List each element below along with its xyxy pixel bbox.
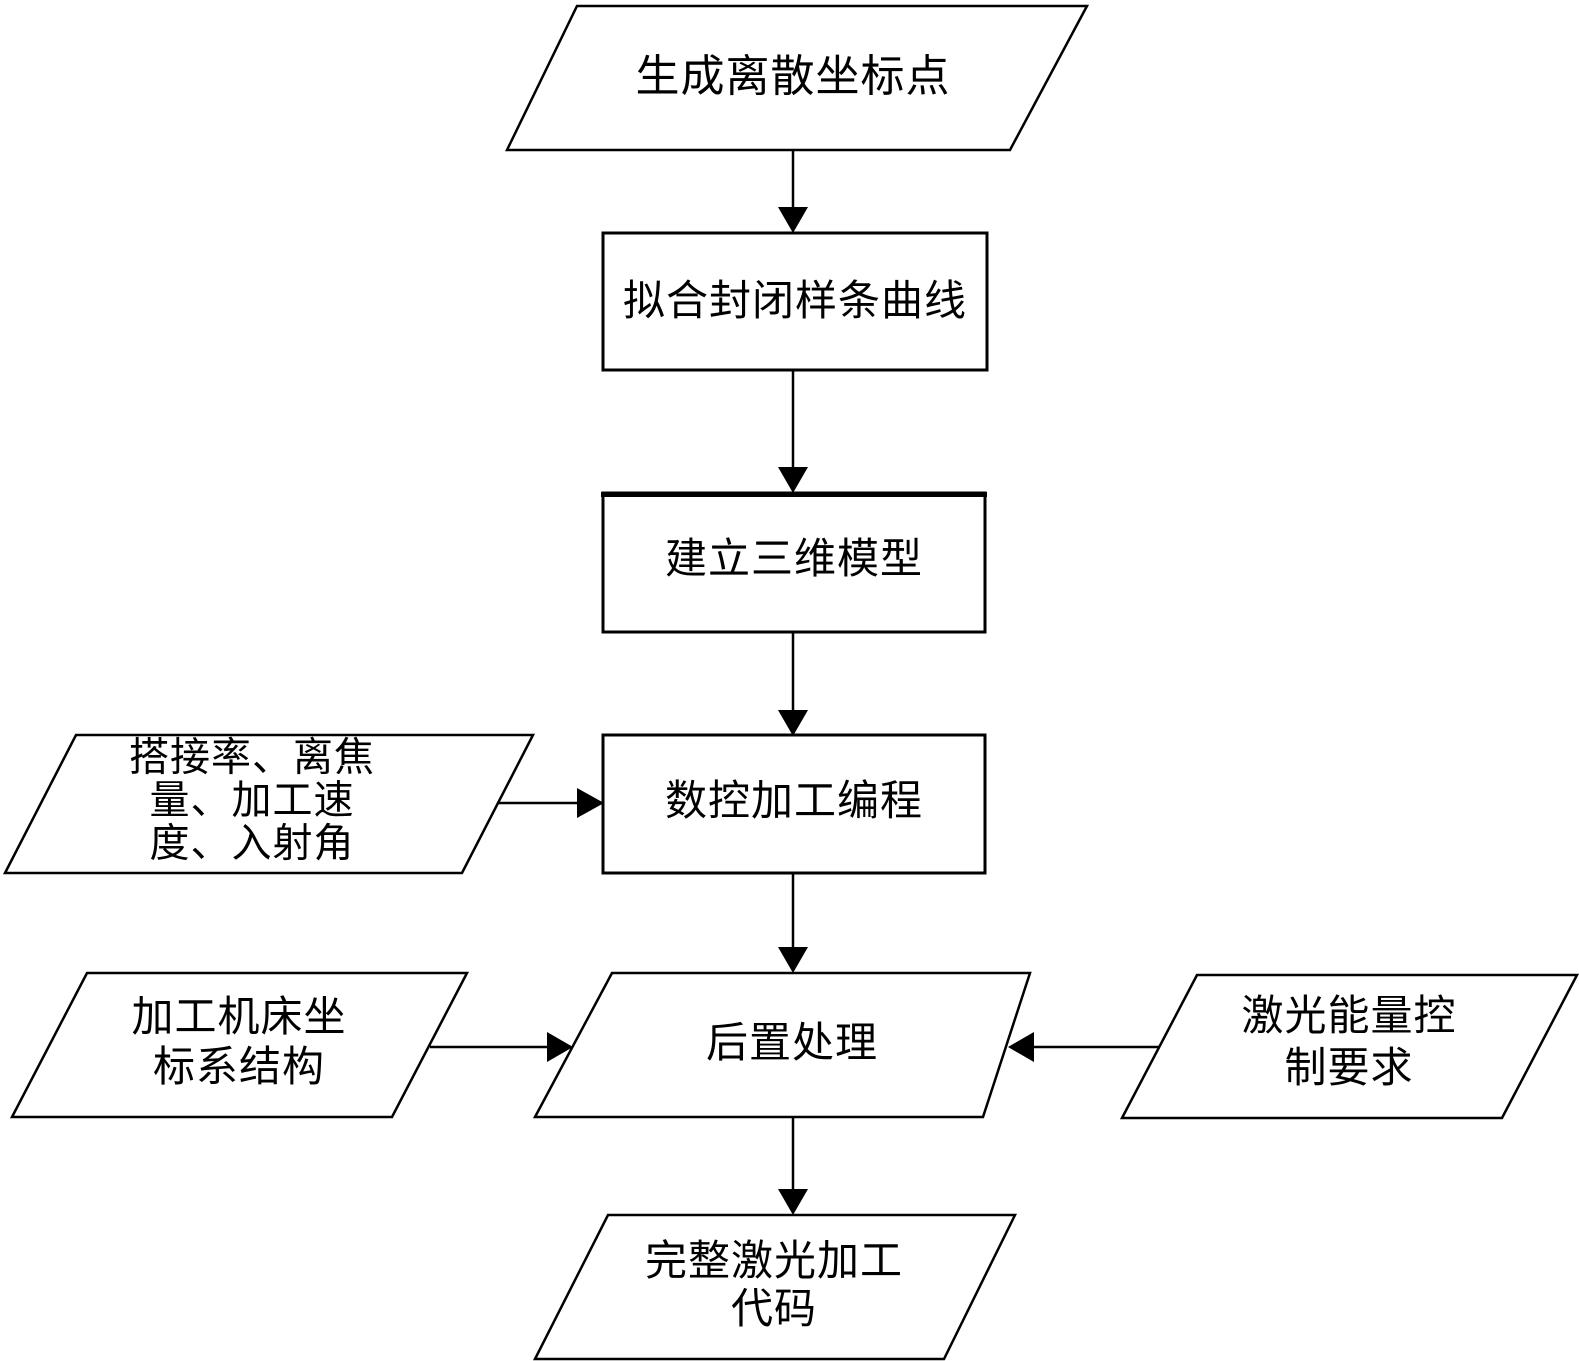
node-machine-coords-shape [9, 971, 470, 1119]
node-generate-points-label: 生成离散坐标点 [635, 51, 951, 102]
arrow-fit-to-model-head [778, 467, 808, 493]
node-generate-points-shape [505, 4, 1090, 152]
arrow-generate-to-fit-head [778, 207, 808, 233]
arrow-model-to-nc-head [778, 710, 808, 736]
node-laser-energy-shape [1119, 973, 1579, 1120]
node-nc-programming-shape [601, 733, 987, 875]
arrow-nc-to-post-head [778, 947, 808, 973]
label-line: 代码 [730, 1284, 818, 1333]
label-line: 加工机床坐 [131, 992, 347, 1041]
label-line: 量、加工速 [149, 777, 355, 824]
node-build-model-shape [601, 491, 987, 634]
node-post-processing-shape [532, 971, 1032, 1119]
label-line: 度、入射角 [149, 820, 355, 867]
node-nc-programming-label: 数控加工编程 [664, 776, 924, 825]
label-line: 激光能量控 [1241, 991, 1457, 1040]
label-line: 搭接率、离焦 [129, 734, 375, 781]
node-post-processing-label: 后置处理 [705, 1018, 879, 1067]
node-build-model-label: 建立三维模型 [664, 534, 924, 583]
node-fit-spline-shape [601, 231, 989, 372]
arrow-laser-to-post-head [1008, 1032, 1034, 1062]
node-machine-coords-label: 加工机床坐 标系结构 [131, 992, 346, 1092]
node-laser-energy-label: 激光能量控 制要求 [1241, 990, 1456, 1094]
label-line: 制要求 [1284, 1043, 1414, 1092]
node-fit-spline-label: 拟合封闭样条曲线 [622, 276, 968, 325]
label-line: 标系结构 [152, 1042, 326, 1091]
arrow-post-to-code-head [778, 1189, 808, 1215]
label-line: 完整激光加工 [644, 1236, 904, 1285]
node-complete-code-shape [532, 1213, 1018, 1361]
node-complete-code-label: 完整激光加工 代码 [645, 1237, 903, 1333]
arrow-params-to-nc-head [577, 788, 604, 818]
arrow-machine-to-post-head [547, 1032, 573, 1062]
node-process-params-label: 搭接率、离焦 量、加工速 度、入射角 [129, 734, 375, 867]
node-process-params-shape [2, 733, 536, 875]
